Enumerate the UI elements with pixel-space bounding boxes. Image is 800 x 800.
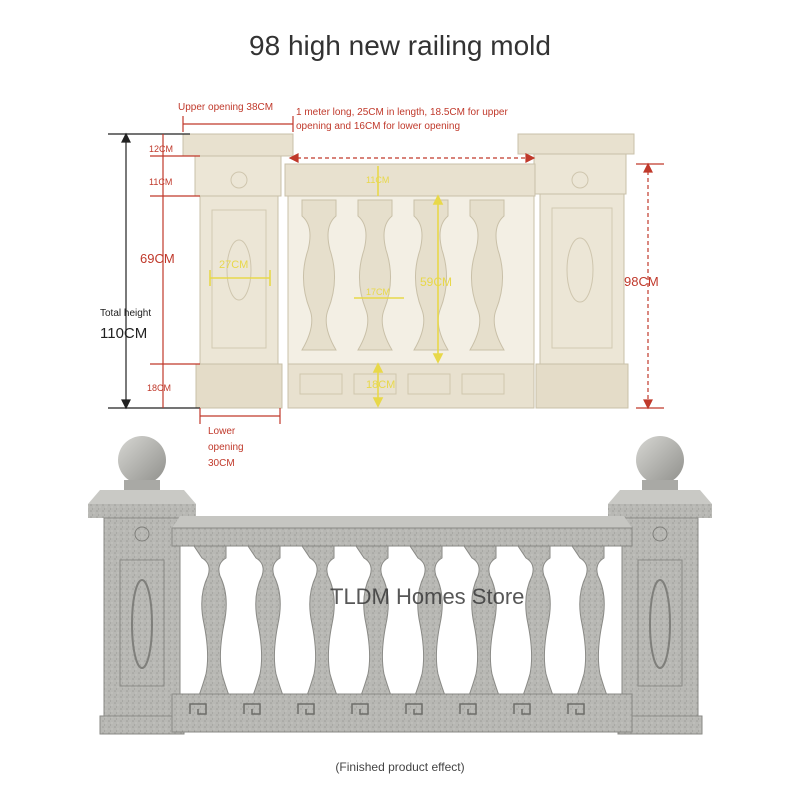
mold-balusters	[301, 199, 505, 351]
lower-opening-line2: opening	[208, 442, 244, 453]
bottom-18-label: 18CM	[147, 383, 171, 393]
top-12-label: 12CM	[149, 144, 173, 154]
right-post	[608, 436, 712, 735]
total-height-value: 110CM	[100, 325, 147, 342]
inner-11-label: 11CM	[366, 175, 389, 185]
mid-69-label: 69CM	[140, 251, 175, 266]
balusters	[193, 545, 609, 699]
mold-bottom-rail	[287, 363, 535, 409]
left-post-ball	[118, 436, 166, 484]
inner-59-label: 59CM	[420, 275, 452, 289]
length-note-line1: 1 meter long, 25CM in length, 18.5CM for…	[296, 107, 508, 118]
mold-top-rail	[284, 163, 536, 197]
length-note-line2: opening and 16CM for lower opening	[296, 121, 460, 132]
inner-17-label: 17CM	[366, 287, 390, 297]
lower-opening-line3: 30CM	[208, 458, 235, 469]
finished-railing	[88, 436, 712, 735]
upper-opening-label: Upper opening 38CM	[178, 102, 273, 113]
inner-18-label: 18CM	[366, 379, 395, 391]
total-height-label: Total height	[100, 308, 151, 319]
mold-drawing	[182, 133, 635, 409]
yellow-dimension-lines	[209, 166, 444, 408]
right-98-label: 98CM	[624, 274, 659, 289]
total-height-dimension	[108, 132, 200, 410]
top-11-label: 11CM	[149, 177, 172, 187]
fret-pattern	[189, 703, 585, 715]
top-handrail	[172, 516, 632, 528]
mold-left-post	[182, 133, 294, 409]
finished-product-caption: (Finished product effect)	[335, 760, 465, 774]
right-post-ball	[636, 436, 684, 484]
lower-opening-line1: Lower	[208, 426, 236, 437]
base-rail	[171, 693, 633, 733]
red-dimension-lines	[150, 116, 664, 424]
page-title: 98 high new railing mold	[249, 30, 551, 61]
mold-right-post	[517, 133, 635, 409]
store-watermark: TLDM Homes Store	[330, 584, 525, 609]
left-post	[88, 436, 196, 735]
inner-27-label: 27CM	[219, 259, 248, 271]
